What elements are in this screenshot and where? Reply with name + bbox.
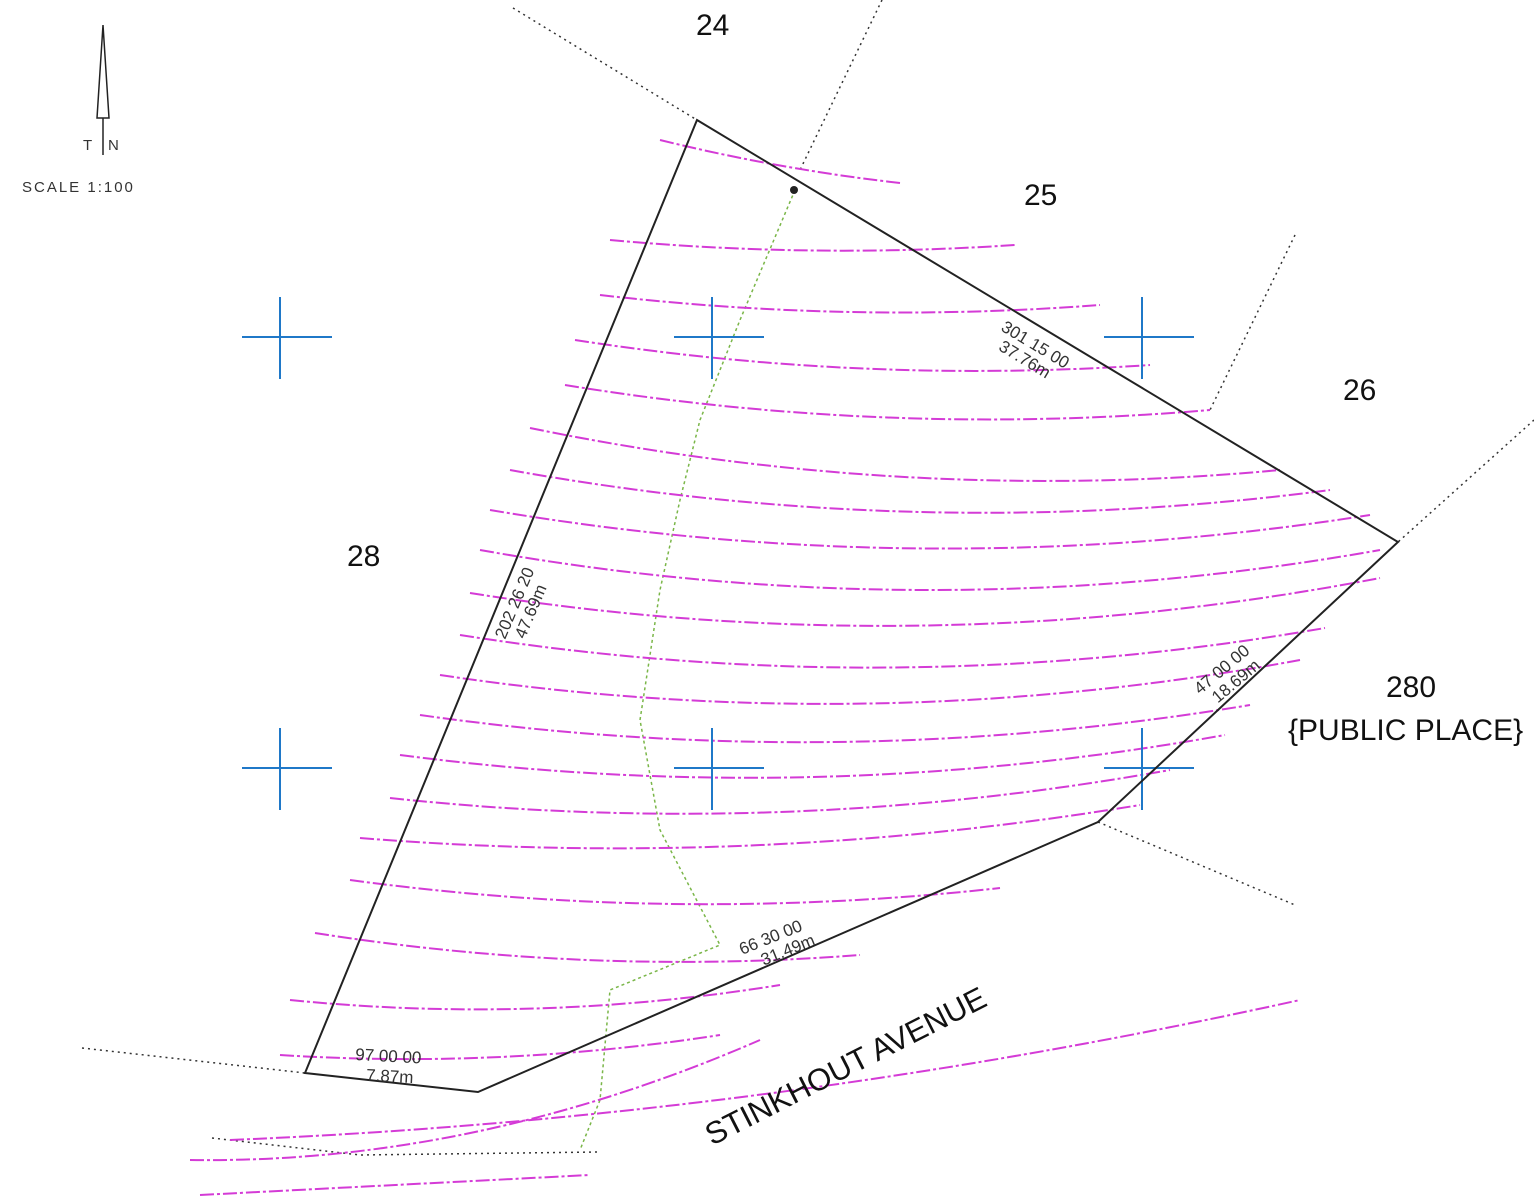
grid-crosshair-icon: [674, 297, 764, 379]
boundary-label: 66 30 00 31.49m: [736, 916, 817, 969]
distance: 7.87m: [366, 1066, 414, 1087]
contour-line: [349, 879, 1001, 906]
grid-crosshair-icon: [242, 728, 332, 810]
telephone-pole-icon: [790, 186, 798, 194]
grid-markers: [242, 297, 1194, 810]
service-line: [579, 189, 796, 1151]
lot-number: 28: [347, 540, 380, 573]
property-boundary: [303, 118, 1400, 1094]
contour-lines: [189, 139, 1381, 1196]
north-label-n: N: [108, 137, 121, 154]
contour-line: [509, 469, 1331, 514]
boundary-extension: [81, 1047, 306, 1074]
north-label-t: T: [83, 137, 94, 154]
public-place-number: 280: [1386, 671, 1436, 704]
lot-number: 26: [1343, 374, 1376, 407]
contour-line: [659, 139, 901, 184]
boundary-extension: [1397, 419, 1534, 543]
lot-number: 24: [696, 9, 729, 42]
contour-line: [289, 984, 781, 1011]
neighbour-boundary-lines: [81, 0, 1534, 1156]
bearing: 97 00 00: [355, 1045, 422, 1067]
public-place-label: {PUBLIC PLACE}: [1288, 714, 1523, 747]
contour-line: [489, 509, 1371, 550]
contour-line: [529, 427, 1281, 482]
contour-line: [199, 1174, 591, 1196]
contour-line: [479, 549, 1381, 591]
boundary-extension: [1097, 821, 1296, 906]
contour-line: [564, 384, 1211, 421]
contour-line: [189, 1039, 761, 1162]
contour-line: [459, 627, 1326, 669]
scale-label: SCALE 1:100: [22, 179, 135, 196]
grid-crosshair-icon: [1104, 728, 1194, 810]
boundary-extension: [1209, 234, 1296, 411]
grid-crosshair-icon: [674, 728, 764, 810]
contour-line: [439, 659, 1301, 705]
lot-number: 25: [1024, 179, 1057, 212]
north-arrow-icon: [96, 24, 110, 155]
boundary-label: 301 15 00 37.76m: [996, 317, 1073, 382]
contour-line: [469, 577, 1381, 627]
contour-line: [229, 999, 1301, 1141]
contour-line: [599, 294, 1101, 314]
contour-line: [399, 734, 1226, 779]
boundary-extension: [512, 7, 698, 121]
top-of-bank-line: [211, 1137, 601, 1156]
street-name: STINKHOUT AVENUE: [699, 980, 992, 1152]
contour-line: [419, 704, 1251, 744]
boundary-extension: [799, 0, 883, 171]
contour-line: [279, 1034, 721, 1061]
boundary-label: 97 00 00 7.87m: [355, 1045, 422, 1087]
grid-crosshair-icon: [1104, 297, 1194, 379]
contour-line: [609, 239, 1016, 252]
boundary-label: 202 26 20 47.69m: [491, 565, 550, 642]
contour-line: [389, 769, 1171, 815]
grid-crosshair-icon: [242, 297, 332, 379]
contour-line: [359, 804, 1141, 850]
contour-line: [574, 339, 1151, 372]
